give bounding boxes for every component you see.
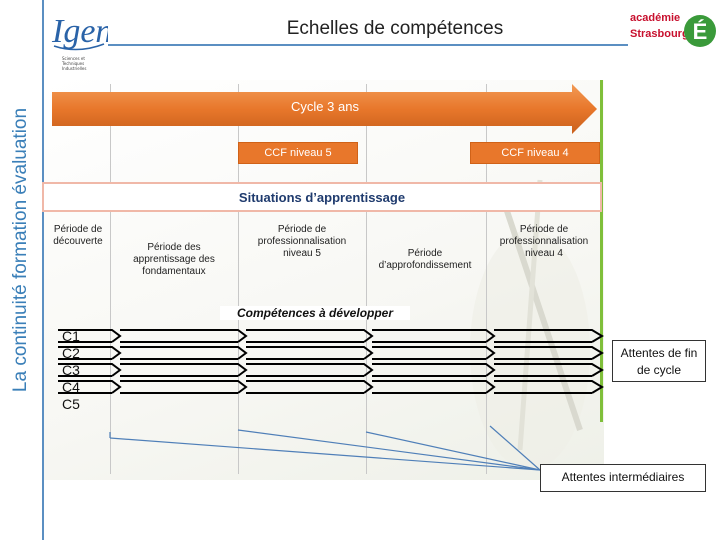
- competence-labels: C1 C2 C3 C4 C5: [62, 328, 80, 413]
- skier-illustration: [470, 179, 590, 470]
- attentes-intermediaires: Attentes intermédiaires: [540, 464, 706, 492]
- competence-c2: C2: [62, 345, 80, 361]
- competence-c1: C1: [62, 328, 80, 344]
- academie-logo: académie Strasbourg É: [630, 8, 718, 54]
- header-rule: [108, 44, 628, 46]
- competences-title: Compétences à développer: [220, 306, 410, 320]
- academie-logo-line1: académie: [630, 12, 681, 24]
- svg-text:Igen: Igen: [51, 13, 108, 50]
- ccf-niveau-5: CCF niveau 5: [238, 142, 358, 164]
- period-pro-niveau-4: Période de professionnalisation niveau 4: [499, 224, 589, 259]
- sidebar-divider: [42, 0, 44, 540]
- cycle-arrow: [52, 84, 597, 134]
- svg-text:É: É: [693, 19, 708, 44]
- sidebar: La continuité formation évaluation: [0, 0, 42, 540]
- grid-line: [110, 84, 111, 474]
- period-fondamentaux: Période des apprentissage des fondamenta…: [133, 242, 215, 277]
- competence-c3: C3: [62, 362, 80, 378]
- situations-banner: Situations d’apprentissage: [42, 182, 602, 212]
- attentes-fin-de-cycle: Attentes de fin de cycle: [612, 340, 706, 382]
- attentes-connector-lines: [109, 425, 541, 471]
- ccf-niveau-4: CCF niveau 4: [470, 142, 600, 164]
- grid-line: [238, 84, 239, 474]
- competence-c4: C4: [62, 379, 80, 395]
- side-title: La continuité formation évaluation: [10, 107, 31, 393]
- academie-e-icon: É: [684, 15, 716, 47]
- competence-c5: C5: [62, 396, 80, 412]
- grid-line: [366, 84, 367, 474]
- period-decouverte: Période de découverte: [53, 224, 103, 247]
- end-of-cycle-line: [600, 80, 603, 422]
- page-title: Echelles de compétences: [286, 18, 504, 39]
- competence-arrows: [58, 329, 604, 394]
- igen-logo: Igen: [51, 13, 108, 51]
- period-approfondissement: Période d’approfondissement: [378, 248, 472, 271]
- period-pro-niveau-5: Période de professionnalisation niveau 5: [257, 224, 347, 259]
- grid-line: [486, 84, 487, 474]
- competence-arrow-row: [58, 329, 604, 343]
- cycle-label: Cycle 3 ans: [291, 99, 359, 114]
- igen-logo-subtext: Sciences et Techniques Industrielles: [62, 56, 87, 71]
- academie-logo-line2: Strasbourg: [630, 28, 689, 40]
